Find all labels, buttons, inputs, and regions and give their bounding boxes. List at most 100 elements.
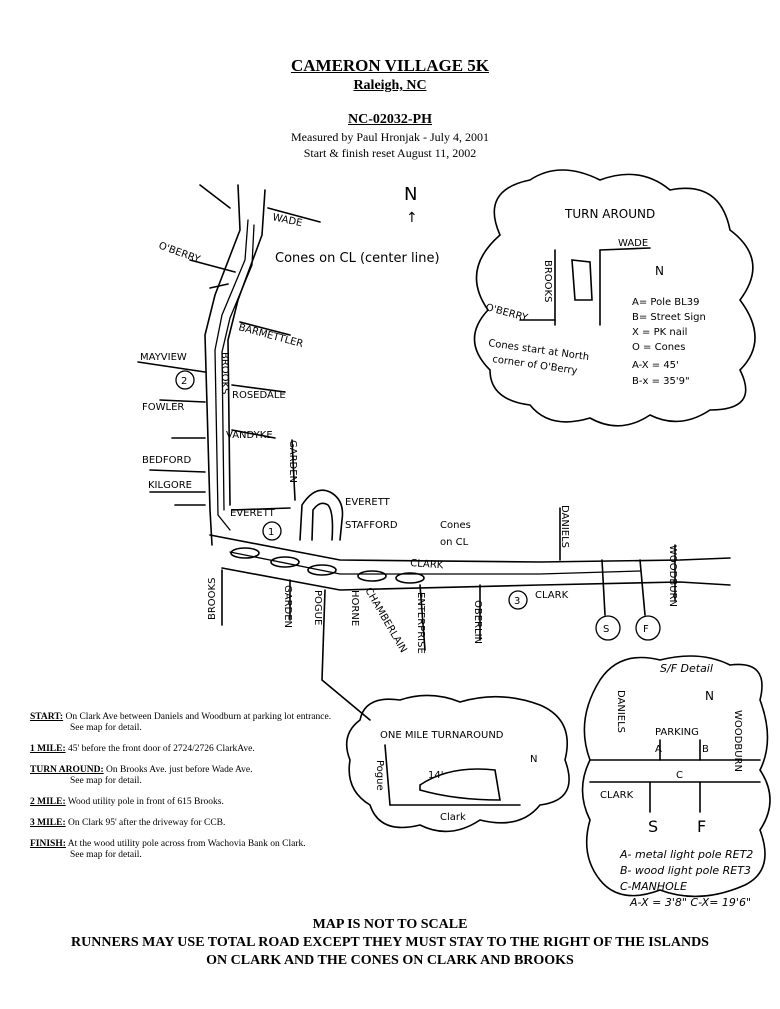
route-brooks-return	[221, 224, 255, 511]
marker-2-label: 2	[181, 376, 187, 387]
mile-turn-shape	[419, 768, 501, 801]
street-bedford: BEDFORD	[142, 455, 191, 466]
street-chamberlain: CHAMBERLAIN	[362, 586, 408, 655]
mile-2-marker	[175, 370, 195, 390]
street-rosedale: ROSEDALE	[232, 390, 286, 401]
measured-by: Measured by Paul Hronjak - July 4, 2001	[291, 130, 489, 144]
garden-street-line	[291, 439, 296, 501]
mile-turn-clark-label: Clark	[440, 812, 466, 823]
route-brooks	[214, 219, 249, 531]
turnaround-note-text: On Brooks Ave. just before Wade Ave.	[106, 765, 253, 775]
start-note: START: On Clark Ave between Daniels and …	[30, 712, 360, 734]
finish-note: FINISH: At the wood utility pole across …	[30, 839, 360, 861]
sf-detail-b: B	[702, 744, 709, 755]
mile-3-note-text: On Clark 95' after the driveway for CCB.	[68, 818, 226, 828]
reset-date: Start & finish reset August 11, 2002	[303, 146, 477, 160]
sf-detail-cloud	[581, 655, 771, 898]
turnaround-wade	[599, 247, 651, 251]
street-oberry: O'BERRY	[157, 240, 202, 265]
mile-3-marker	[508, 590, 528, 610]
turnaround-note-text-2: See map for detail.	[70, 776, 142, 786]
mile-1-marker	[262, 521, 282, 541]
sf-detail-s: S	[648, 817, 658, 836]
oberry-street-line-2	[209, 283, 229, 289]
street-clark-2: CLARK	[535, 590, 569, 601]
street-brooks-vertical: BROOKS	[219, 352, 230, 394]
street-woodburn: WOODBURN	[667, 545, 678, 607]
pogue-loop-inner	[311, 502, 334, 541]
cones-cl-label: Cones on CL (center line)	[275, 251, 440, 266]
marker-s-label: S	[603, 624, 609, 635]
mile-3-note: 3 MILE: On Clark 95' after the driveway …	[30, 818, 360, 829]
sf-detail-f: F	[697, 817, 706, 836]
clark-street-line-2	[221, 567, 731, 591]
mile-2-note-label: 2 MILE:	[30, 797, 66, 807]
finish-connector	[639, 559, 646, 616]
street-barmettler: BARMETTLER	[237, 322, 304, 350]
rosedale-street-line	[231, 384, 286, 393]
start-connector	[601, 559, 606, 616]
turnaround-cloud	[473, 169, 756, 427]
sf-detail-daniels: DANIELS	[615, 690, 626, 733]
island	[230, 547, 260, 559]
finish-note-label: FINISH:	[30, 839, 66, 849]
sf-distances: A-X = 3'8" C-X= 19'6"	[629, 896, 751, 909]
sf-detail-north: N	[705, 689, 714, 703]
wade-street-line-2	[267, 207, 321, 223]
turnaround-key-b: B= Street Sign	[632, 312, 706, 323]
island	[307, 564, 337, 576]
island	[395, 572, 425, 584]
turnaround-oberry: O'BERRY	[484, 302, 529, 324]
start-note-text: On Clark Ave between Daniels and Woodbur…	[65, 712, 332, 722]
street-stafford: STAFFORD	[345, 520, 398, 531]
street-clark: CLARK	[410, 558, 444, 571]
marker-1-label: 1	[268, 527, 274, 538]
sf-detail-parking: PARKING	[655, 727, 699, 738]
marker-3-label: 3	[514, 596, 520, 607]
city-subtitle: Raleigh, NC	[353, 78, 427, 93]
turnaround-key-a: A= Pole BL39	[632, 297, 699, 308]
sf-detail-woodburn: WOODBURN	[732, 710, 743, 772]
turnaround-bx: B-x = 35'9"	[632, 376, 690, 387]
turnaround-wade: WADE	[618, 238, 648, 249]
oberry-street-line	[189, 259, 236, 273]
runner-rule-line-2: ON CLARK AND THE CONES ON CLARK AND BROO…	[206, 953, 574, 968]
finish-note-text: At the wood utility pole across from Wac…	[67, 839, 306, 849]
course-notes: START: On Clark Ave between Daniels and …	[30, 712, 360, 871]
mile-turn-cloud	[345, 694, 570, 833]
north-label: N	[404, 184, 417, 205]
sf-detail-clark: CLARK	[600, 790, 634, 801]
page-title: CAMERON VILLAGE 5K	[290, 56, 490, 75]
sf-detail-title: S/F Detail	[660, 662, 713, 675]
mile-1-note-label: 1 MILE:	[30, 744, 66, 754]
mile-turn-north: N	[530, 754, 537, 765]
mile-1-note: 1 MILE: 45' before the front door of 272…	[30, 744, 360, 755]
turnaround-brooks: BROOKS	[542, 260, 553, 302]
mile-2-note: 2 MILE: Wood utility pole in front of 61…	[30, 797, 360, 808]
street-garden-vertical: GARDEN	[287, 440, 298, 483]
mile-2-note-text: Wood utility pole in front of 615 Brooks…	[67, 797, 224, 807]
mile-1-note-text: 45' before the front door of 2724/2726 C…	[68, 744, 255, 754]
street-daniels: DANIELS	[559, 505, 570, 548]
fowler-street-line	[159, 399, 206, 403]
street-enterprise: ENTERPRISE	[415, 592, 426, 654]
sf-detail-a: A	[655, 744, 662, 755]
street-mayview: MAYVIEW	[140, 352, 187, 363]
turnaround-note: TURN AROUND: On Brooks Ave. just before …	[30, 765, 360, 787]
street-vandyke: VANDYKE	[226, 430, 273, 441]
mile-3-note-label: 3 MILE:	[30, 818, 66, 828]
mile-turn-pogue-label: Pogue	[374, 760, 385, 791]
turnaround-route	[571, 259, 593, 301]
turnaround-note-label: TURN AROUND:	[30, 765, 104, 775]
mayview-street-line	[137, 361, 206, 373]
mile-turn-title: ONE MILE TURNAROUND	[380, 730, 504, 741]
runner-rule-line-1: RUNNERS MAY USE TOTAL ROAD EXCEPT THEY M…	[71, 935, 709, 950]
clark-street-line	[209, 534, 731, 563]
north-arrow: ↑	[406, 210, 418, 226]
sf-legend-c: C-MANHOLE	[620, 880, 687, 893]
marker-f-label: F	[643, 624, 649, 635]
finish-note-text-2: See map for detail.	[70, 850, 142, 860]
start-note-label: START:	[30, 712, 64, 722]
street-horne: HORNE	[349, 590, 360, 626]
